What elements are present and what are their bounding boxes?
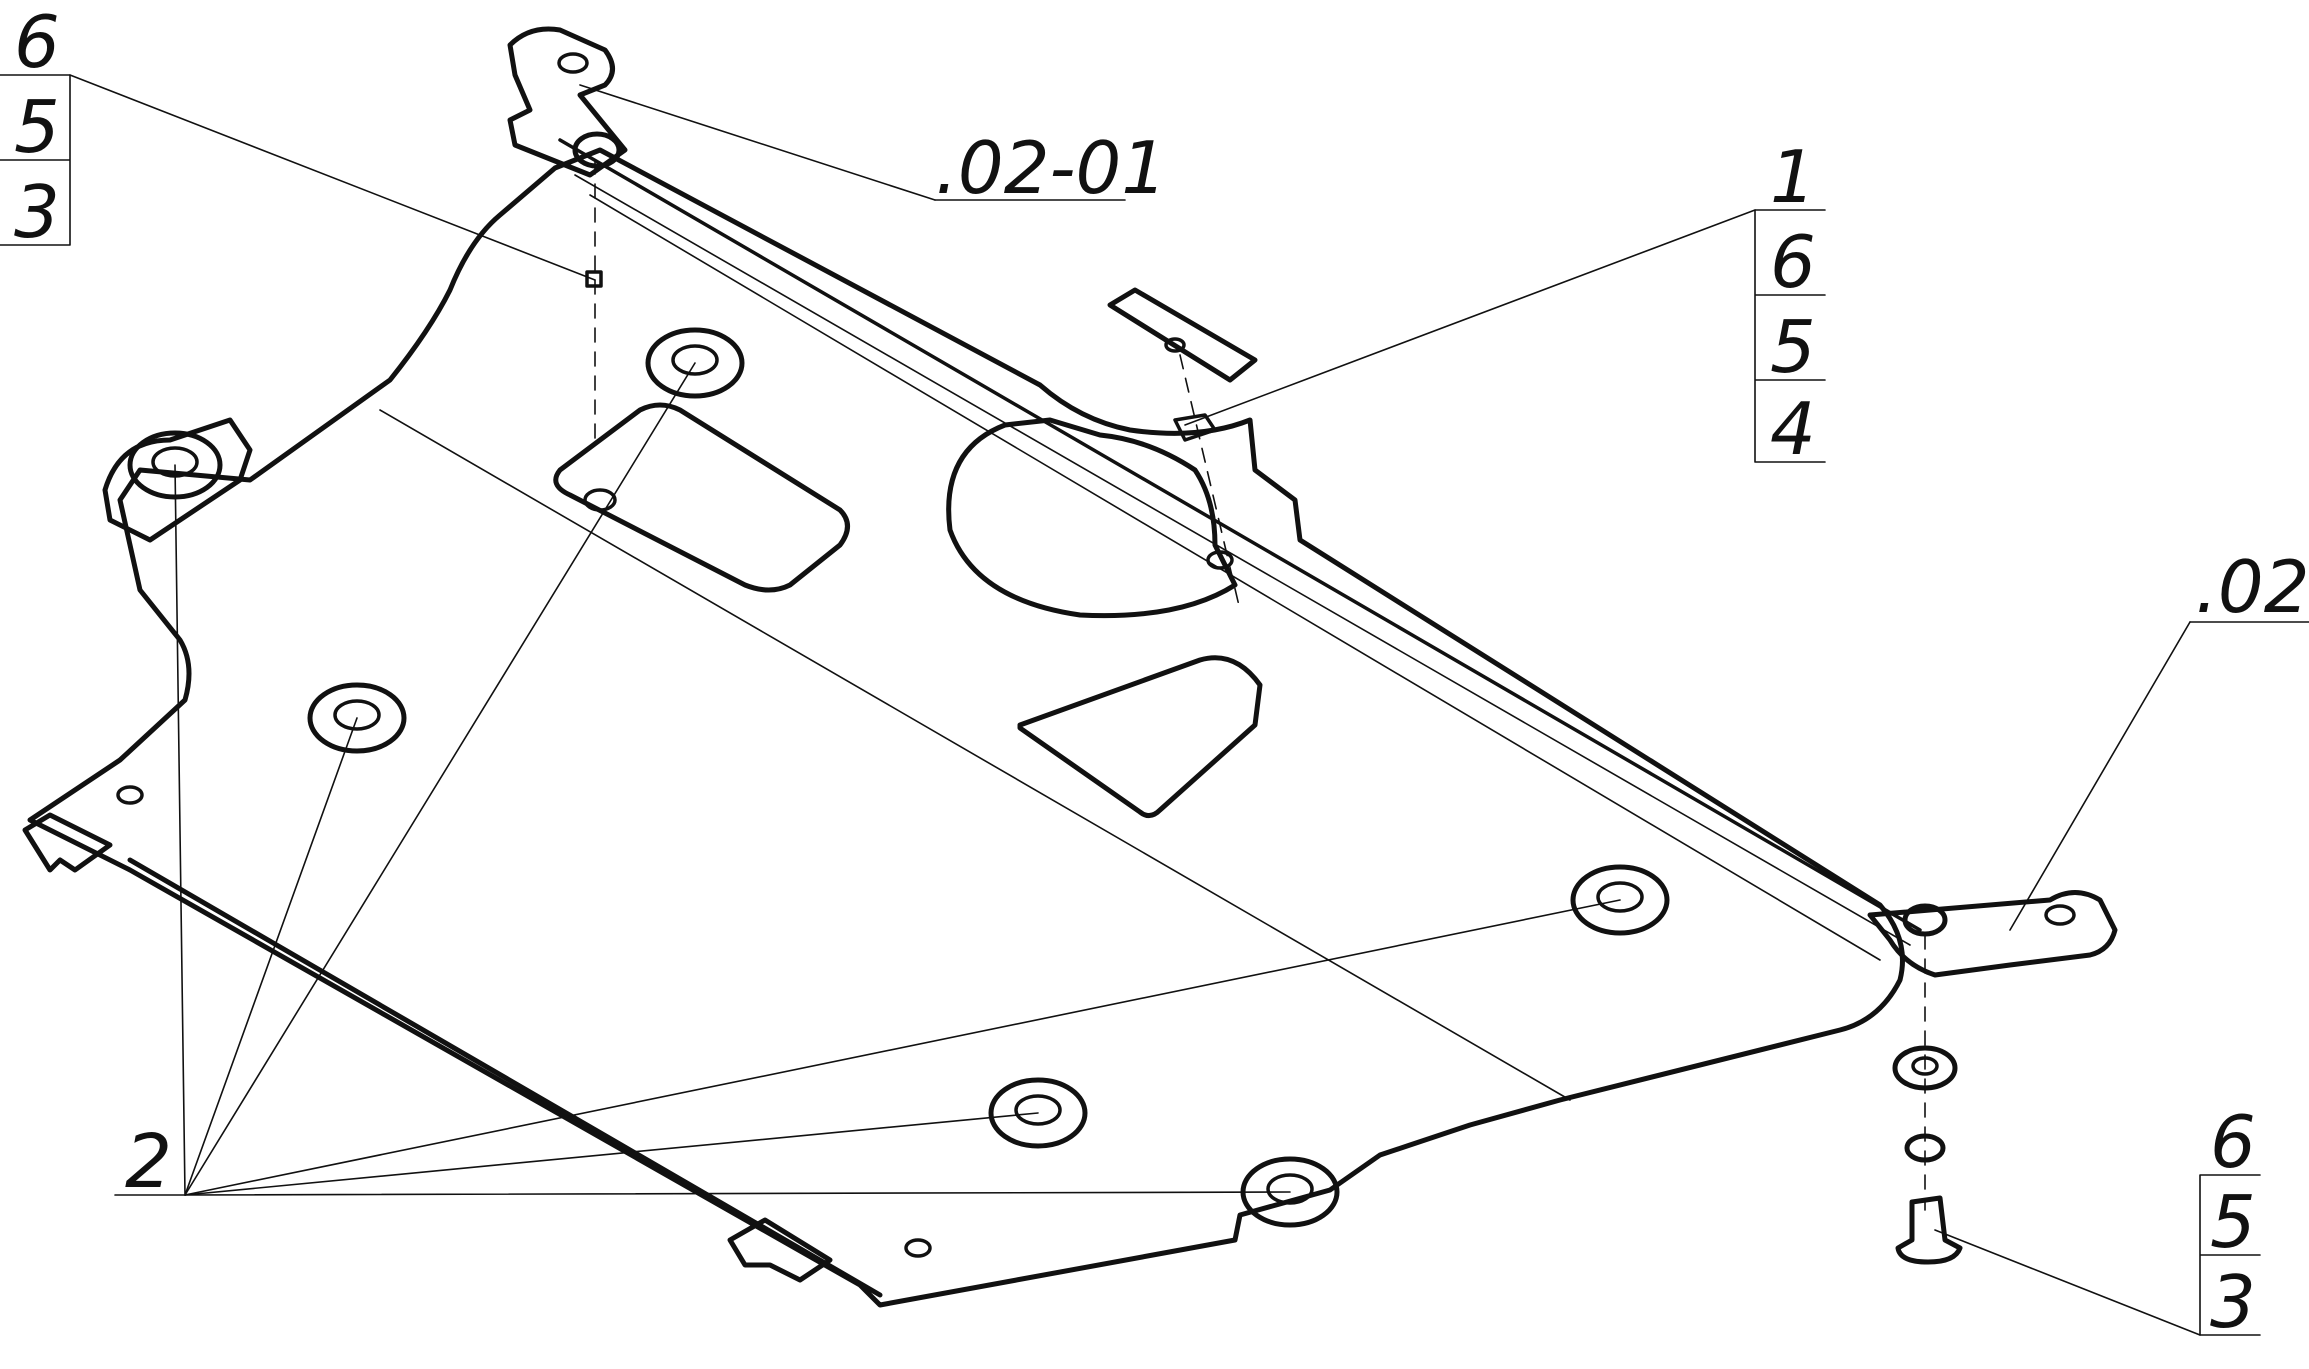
boss-5 (988, 1077, 1088, 1149)
leader-lines (69, 74, 2201, 1336)
bracket-top-hole (557, 52, 589, 74)
bolt (1895, 1195, 1963, 1265)
boss-2 (645, 327, 745, 399)
hole-small-4 (1206, 550, 1234, 570)
boss-3 (307, 682, 407, 754)
front-flange-line-1 (558, 138, 1922, 932)
leader-2-2 (184, 362, 696, 1196)
bracket-left (102, 417, 253, 543)
hole-small-2 (904, 1238, 932, 1258)
leader-02 (2009, 621, 2191, 931)
hole-small-3 (583, 488, 617, 512)
fastener-stack (1892, 1045, 1963, 1265)
label-right-5: 5 (1770, 305, 1816, 389)
label-top-left-5: 5 (14, 85, 60, 169)
label-frames (0, 74, 2309, 1336)
cutout-round (946, 417, 1238, 619)
skid-plate (27, 138, 1922, 1308)
boss-top (572, 131, 622, 169)
leader-2-6 (184, 1191, 1291, 1196)
leader-2-4 (184, 899, 1621, 1196)
label-top-left-6: 6 (14, 0, 60, 84)
label-bottom-right-3: 3 (2210, 1260, 2256, 1344)
label-top-left-3: 3 (14, 170, 60, 254)
front-flange-line-3 (589, 194, 1881, 961)
leader-2-3 (184, 717, 358, 1196)
hole-small-1 (116, 785, 144, 805)
bracket-plate-top (1107, 287, 1258, 383)
frame-top-right (1754, 209, 1826, 463)
frame-bottom-right (2199, 1174, 2261, 1336)
bracket-right-hole (2044, 904, 2076, 926)
leader-2-5 (184, 1112, 1039, 1196)
bracket-plate-top-hole (1164, 337, 1186, 353)
nut-top (585, 270, 603, 288)
centerline-mid (1179, 354, 1241, 611)
mounting-bosses (116, 131, 1948, 1258)
leader-1 (1184, 209, 1756, 426)
bracket-top (507, 26, 628, 178)
leader-bottom-right (1934, 1229, 2201, 1336)
boss-4 (1570, 864, 1670, 936)
leader-top-left (69, 74, 596, 281)
label-2: 2 (125, 1119, 172, 1205)
leader-plate-diag (379, 409, 1571, 1101)
cutout-rect-left (553, 402, 850, 593)
clip-bottom-left (22, 812, 113, 873)
frame-top-left (0, 74, 71, 246)
front-flange-line-2 (574, 174, 1911, 946)
clip-bottom-center (727, 1217, 833, 1283)
cutout-triangle (1017, 655, 1263, 818)
label-02: .02 (2195, 545, 2309, 629)
label-bottom-right-6: 6 (2210, 1100, 2256, 1184)
label-right-1: 1 (1770, 135, 1816, 219)
skid-plate-outline (27, 147, 1905, 1308)
label-right-4: 4 (1770, 387, 1816, 471)
label-bottom-right-5: 5 (2210, 1180, 2256, 1264)
label-02-01: .02-01 (935, 126, 1167, 210)
label-right-6: 6 (1770, 220, 1816, 304)
boss-right (1902, 903, 1948, 937)
leader-02-01 (579, 84, 936, 201)
bracket-slot-right (1173, 413, 1217, 442)
leader-2-1 (174, 464, 186, 1196)
bracket-right (1867, 890, 2118, 978)
skid-plate-rim (127, 857, 883, 1298)
